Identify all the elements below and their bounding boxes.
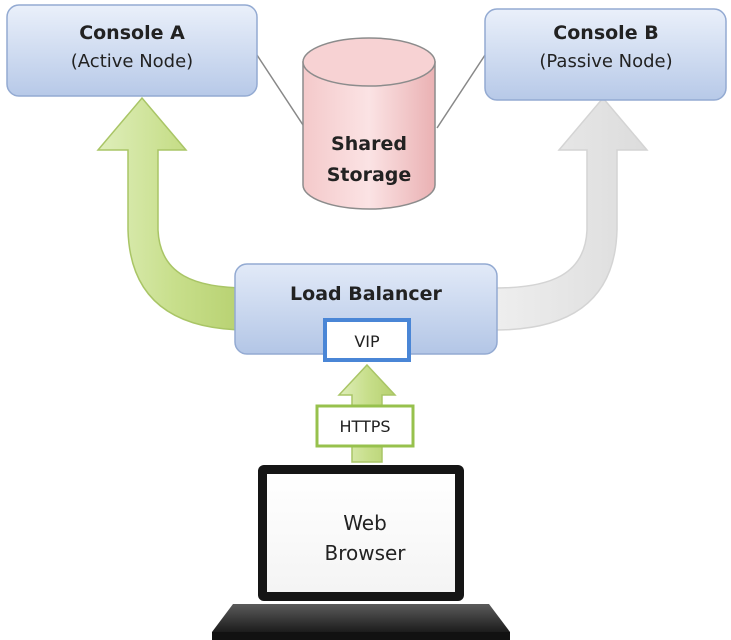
- https-label: HTTPS: [339, 417, 390, 436]
- vip-box: VIP: [323, 318, 411, 362]
- load-balancer-node: Load Balancer: [234, 263, 498, 355]
- storage-label-line2: Storage: [327, 164, 412, 186]
- connector-line-b: [436, 51, 488, 129]
- console-a-title: Console A: [79, 22, 185, 44]
- console-a-node: Console A (Active Node): [6, 4, 258, 97]
- console-b-title: Console B: [553, 22, 658, 44]
- load-balancer-title: Load Balancer: [290, 283, 443, 305]
- connector-line-a: [254, 51, 306, 129]
- web-browser-line2: Browser: [324, 541, 406, 565]
- laptop-icon: Web Browser: [212, 465, 510, 640]
- shared-storage-cylinder: Shared Storage: [302, 37, 436, 210]
- console-b-node: Console B (Passive Node): [484, 8, 727, 101]
- vip-label: VIP: [354, 332, 380, 351]
- storage-label-line1: Shared: [331, 133, 407, 155]
- console-b-subtitle: (Passive Node): [539, 51, 672, 72]
- passive-route-arrow: [494, 96, 649, 331]
- https-box: HTTPS: [315, 404, 415, 448]
- console-a-subtitle: (Active Node): [71, 51, 193, 72]
- web-browser-line1: Web: [343, 511, 387, 535]
- active-route-arrow: [96, 96, 249, 331]
